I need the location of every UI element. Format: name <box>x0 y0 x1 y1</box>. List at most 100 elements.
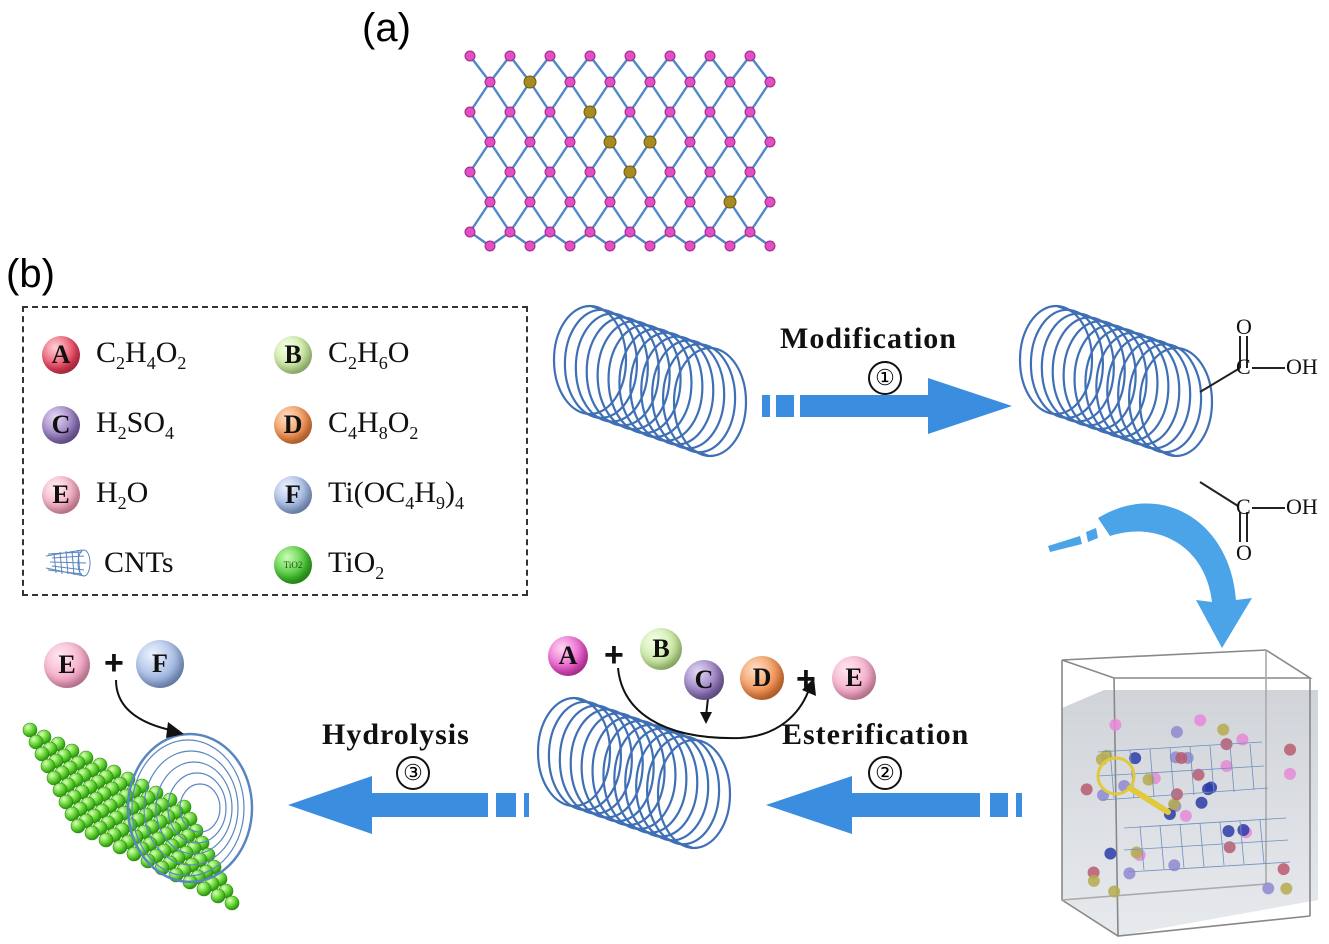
carbon-atom <box>484 76 496 88</box>
tio2-ball-label: TiO2 <box>283 560 303 570</box>
tio2-particle <box>28 734 44 750</box>
carbon-atom <box>584 50 596 62</box>
tube-inner-ring <box>143 750 239 866</box>
hydrolysis-molecule-f: F <box>136 640 184 688</box>
carbon-atom <box>664 166 676 178</box>
solution-particle <box>1130 846 1143 859</box>
tio2-particle <box>34 746 50 762</box>
carbon-atom <box>464 50 476 62</box>
reaction-box <box>1061 649 1318 937</box>
defect-lattice-illustration <box>464 50 776 252</box>
reaction-molecule-c: C <box>684 660 724 700</box>
carbon-atom <box>524 196 536 208</box>
carbon-atom <box>764 136 776 148</box>
carboxyl-oh-bottom: OH <box>1286 494 1318 519</box>
tio2-particle <box>52 782 68 798</box>
carbon-atom <box>604 196 616 208</box>
molecule-a-letter: A <box>51 340 71 369</box>
solution-particle <box>1262 882 1275 895</box>
legend-item-tio2: TiO2 TiO2 <box>274 546 384 584</box>
reaction-plus-2: + <box>796 660 816 698</box>
carbon-atom <box>464 166 476 178</box>
solution-particle <box>1195 796 1208 809</box>
solution-particle <box>1175 752 1188 765</box>
carbon-atom <box>744 166 756 178</box>
reaction-molecule-e: E <box>832 656 876 700</box>
carbon-atom <box>764 76 776 88</box>
carboxyl-group-top <box>1199 336 1285 393</box>
hydrolysis-arrow <box>288 776 529 834</box>
modification-arrow <box>762 378 1012 434</box>
tio2-particle <box>210 888 226 904</box>
tube-inner-ring <box>167 772 227 844</box>
reaction-molecule-d: D <box>740 656 784 700</box>
legend-item-c: C H2SO4 <box>42 406 174 444</box>
solution-particle <box>1284 743 1297 756</box>
molecule-f-letter: F <box>285 480 301 509</box>
carbon-atom <box>644 240 656 252</box>
tio2-particle <box>224 895 240 911</box>
legend-item-b: B C2H6O <box>274 336 409 374</box>
carbon-atom <box>464 106 476 118</box>
carbon-atom <box>504 166 516 178</box>
carboxyl-group-bottom <box>1199 481 1285 542</box>
tube-inner-ring <box>131 739 245 877</box>
carboxyl-c-bottom: C <box>1236 494 1251 519</box>
molecule-e-ball: E <box>42 476 80 514</box>
tio2-particle <box>196 881 212 897</box>
solution-particle <box>1237 823 1250 836</box>
solution-particle <box>1123 867 1136 880</box>
magnifier-icon <box>1096 756 1171 815</box>
tio2-particle <box>58 794 74 810</box>
carbon-atom <box>484 196 496 208</box>
carbon-atom <box>484 136 496 148</box>
tio2-ball: TiO2 <box>274 546 312 584</box>
defect-atom <box>623 165 637 179</box>
carbon-atom <box>744 50 756 62</box>
carbon-atom <box>524 240 536 252</box>
formula-d: C4H8O2 <box>328 406 419 443</box>
solution-particle <box>1194 714 1207 727</box>
reaction-molecule-a: A <box>548 636 588 676</box>
molecule-d-letter: D <box>283 410 303 439</box>
molecule-a-ball: A <box>42 336 80 374</box>
tio2-particle <box>46 770 62 786</box>
step-label-modification: Modification <box>780 322 957 355</box>
carbon-atom <box>684 196 696 208</box>
carbon-atom <box>684 76 696 88</box>
formula-c: H2SO4 <box>96 406 175 443</box>
hydrolysis-plus: + <box>104 644 124 682</box>
solution-particle <box>1236 733 1249 746</box>
formula-f: Ti(OC4H9)4 <box>328 476 464 513</box>
cnt-icon <box>45 549 91 577</box>
solution-particle <box>1217 723 1230 736</box>
carbon-atom <box>764 240 776 252</box>
reaction-molecule-b: B <box>640 628 682 670</box>
carbon-atom <box>724 240 736 252</box>
carbon-atom <box>564 240 576 252</box>
solution-particle <box>1280 882 1293 895</box>
carboxyl-o-top: O <box>1236 314 1252 339</box>
defect-atom <box>523 75 537 89</box>
carbon-atom <box>624 50 636 62</box>
carbon-atom <box>644 196 656 208</box>
legend-item-d: D C4H8O2 <box>274 406 418 444</box>
solution-particle <box>1168 859 1181 872</box>
carboxyl-oh-top: OH <box>1286 354 1318 379</box>
molecule-d-ball: D <box>274 406 312 444</box>
solution-particle <box>1277 863 1290 876</box>
tube-edge <box>1055 413 1177 457</box>
solution-particle <box>1104 847 1117 860</box>
step-label-esterification: Esterification <box>782 718 970 751</box>
carbon-atom <box>584 226 596 238</box>
legend-item-e: E H2O <box>42 476 148 514</box>
carbon-atom <box>504 106 516 118</box>
defect-atom <box>603 135 617 149</box>
carboxyl-o-bottom: O <box>1236 540 1252 565</box>
panel-label-b: (b) <box>6 252 55 296</box>
step-number-3: ③ <box>396 756 430 790</box>
carbon-atom <box>544 106 556 118</box>
carbon-atom <box>504 50 516 62</box>
carbon-atom <box>544 50 556 62</box>
